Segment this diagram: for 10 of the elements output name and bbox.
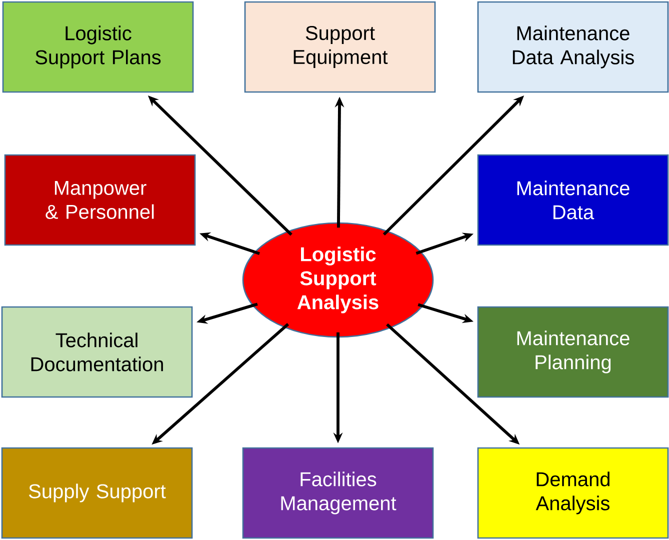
topic-box: Manpower & Personnel bbox=[4, 154, 196, 246]
topic-box: Logistic Support Plans bbox=[2, 1, 194, 93]
topic-box: Maintenance Data Analysis bbox=[477, 1, 669, 93]
topic-box: Demand Analysis bbox=[477, 447, 669, 539]
topic-box: Facilities Management bbox=[242, 447, 434, 539]
topic-box: Supply Support bbox=[1, 447, 193, 539]
topic-box: Maintenance Planning bbox=[477, 306, 669, 398]
topic-box: Technical Documentation bbox=[1, 306, 193, 398]
topic-box: Support Equipment bbox=[244, 1, 436, 93]
topic-box: Maintenance Data bbox=[477, 154, 669, 246]
